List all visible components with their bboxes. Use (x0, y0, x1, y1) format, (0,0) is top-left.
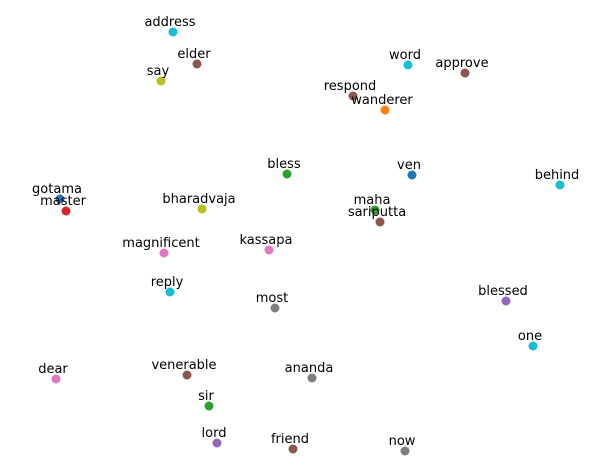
point-label-behind: behind (535, 168, 580, 183)
point-dear (51, 374, 61, 384)
point-bharadvaja (197, 204, 207, 214)
point-label-bharadvaja: bharadvaja (162, 192, 235, 207)
point-blessed (501, 296, 511, 306)
point-behind (555, 180, 565, 190)
point-respond (348, 91, 358, 101)
point-label-say: say (147, 64, 170, 79)
point-label-ven: ven (397, 158, 421, 173)
point-label-lord: lord (202, 426, 227, 441)
point-sir (204, 401, 214, 411)
point-address (168, 27, 178, 37)
point-elder (192, 59, 202, 69)
point-label-wanderer: wanderer (351, 93, 413, 108)
point-ananda (307, 373, 317, 383)
point-gotama (55, 194, 65, 204)
point-kassapa (264, 245, 274, 255)
point-label-now: now (389, 434, 416, 449)
point-label-ananda: ananda (285, 361, 334, 376)
point-magnificent (159, 248, 169, 258)
point-friend (288, 444, 298, 454)
point-maha (370, 205, 380, 215)
point-approve (460, 68, 470, 78)
point-label-one: one (518, 329, 542, 344)
point-one (528, 341, 538, 351)
point-label-elder: elder (177, 47, 211, 62)
point-label-sariputta: sariputta (348, 205, 406, 220)
point-label-maha: maha (354, 193, 391, 208)
point-label-address: address (144, 15, 195, 30)
point-most (270, 303, 280, 313)
point-venerable (182, 370, 192, 380)
point-label-friend: friend (271, 432, 309, 447)
point-reply (165, 287, 175, 297)
point-label-bless: bless (267, 157, 301, 172)
point-label-respond: respond (324, 79, 377, 94)
point-label-reply: reply (151, 275, 184, 290)
point-master (61, 206, 71, 216)
point-label-word: word (389, 48, 421, 63)
point-label-approve: approve (435, 56, 488, 71)
point-ven (407, 170, 417, 180)
point-say (156, 76, 166, 86)
point-label-gotama: gotama (32, 182, 82, 197)
point-label-magnificent: magnificent (122, 236, 199, 251)
point-bless (282, 169, 292, 179)
point-label-master: master (40, 194, 86, 209)
point-label-most: most (256, 291, 289, 306)
point-wanderer (380, 105, 390, 115)
point-sariputta (375, 217, 385, 227)
point-lord (212, 438, 222, 448)
point-label-dear: dear (38, 362, 68, 377)
point-label-blessed: blessed (478, 284, 528, 299)
point-label-kassapa: kassapa (240, 233, 293, 248)
point-label-venerable: venerable (151, 358, 216, 373)
point-now (400, 446, 410, 456)
point-label-sir: sir (198, 389, 214, 404)
point-word (403, 60, 413, 70)
